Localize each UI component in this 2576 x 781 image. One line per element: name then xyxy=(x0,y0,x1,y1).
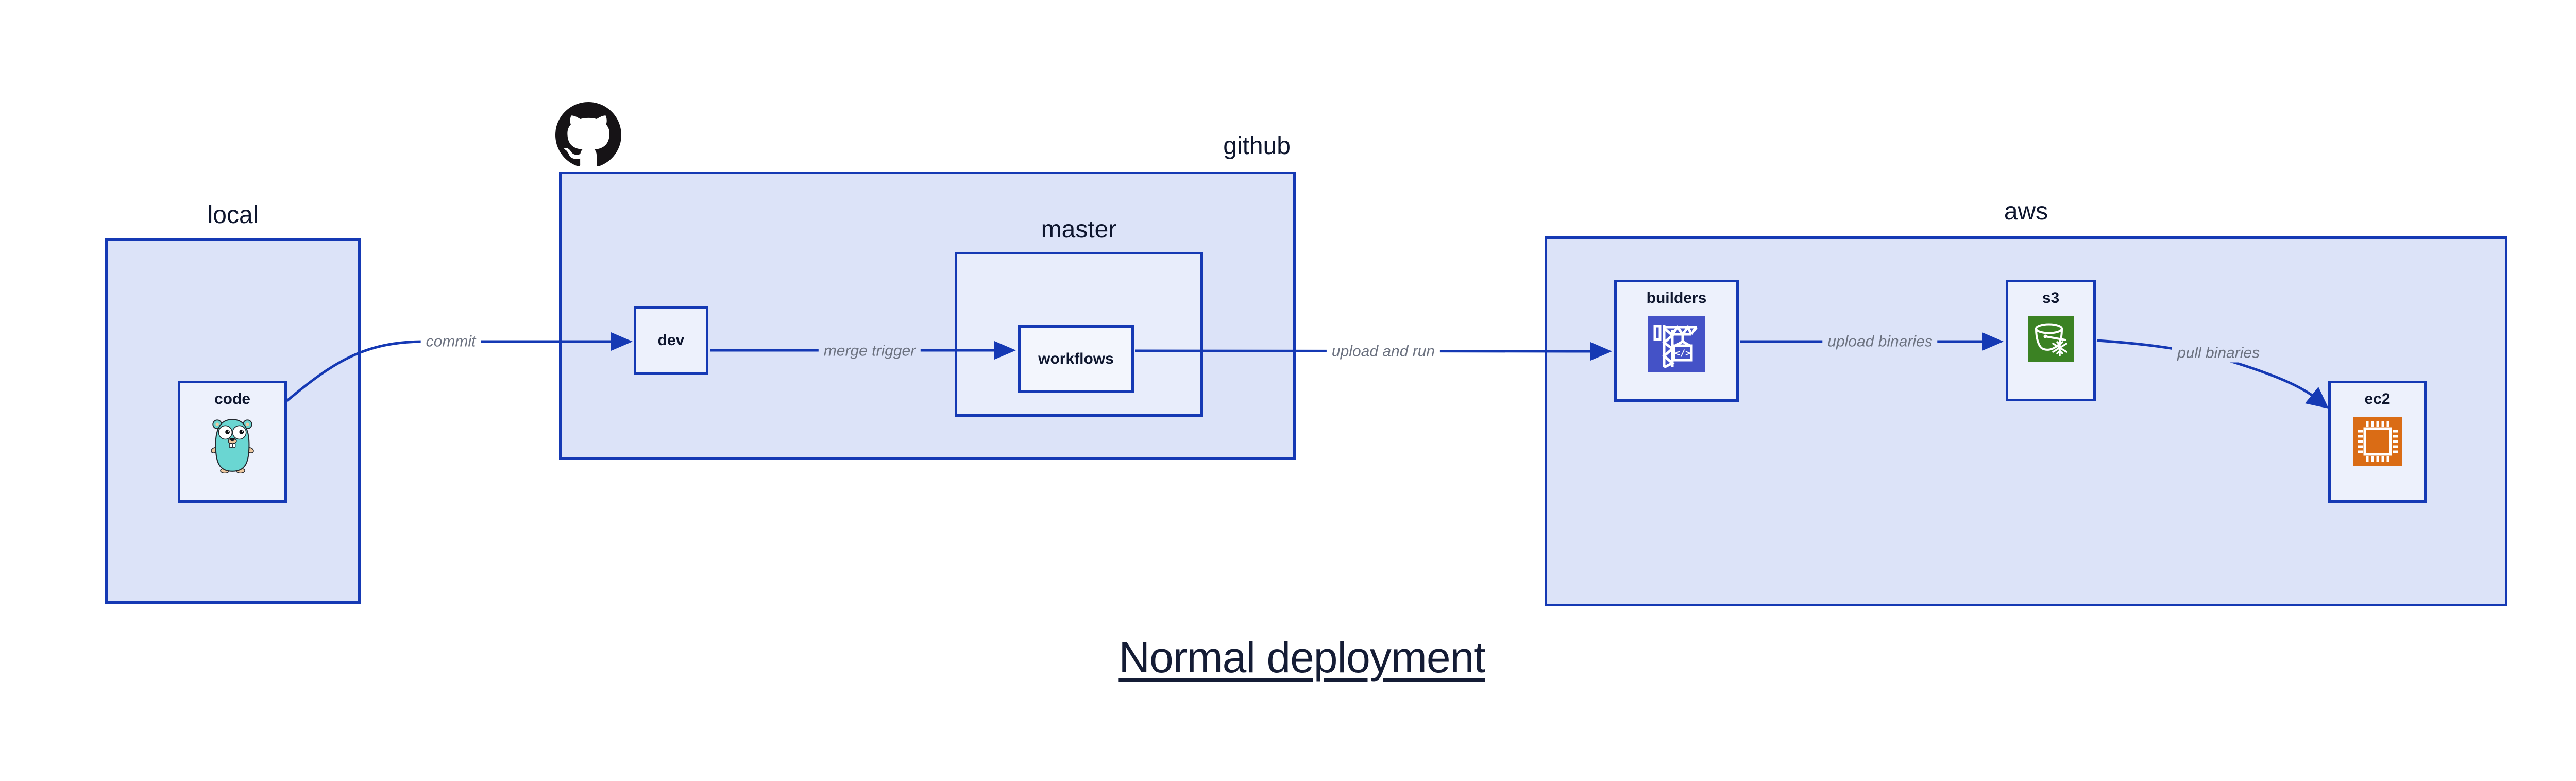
s3-glacier-bucket-icon xyxy=(2028,315,2074,362)
builders-node: builders </> xyxy=(1614,280,1739,402)
diagram-title: Normal deployment xyxy=(1118,633,1485,682)
s3-node: s3 xyxy=(2006,280,2096,401)
edge-label-commit: commit xyxy=(420,332,481,351)
codebuild-crane-icon: </> xyxy=(1648,315,1705,372)
local-group-label: local xyxy=(207,201,259,229)
code-node-label: code xyxy=(214,390,251,408)
dev-node: dev xyxy=(634,306,708,375)
workflows-node-label: workflows xyxy=(1038,350,1114,367)
workflows-node: workflows xyxy=(1018,325,1134,393)
edge-label-pull-binaries: pull binaries xyxy=(2172,343,2265,363)
code-node: code xyxy=(178,381,287,503)
ec2-node-label: ec2 xyxy=(2364,390,2391,408)
svg-text:</>: </> xyxy=(1675,348,1691,359)
edge-label-upload-binaries: upload binaries xyxy=(1822,332,1938,351)
master-group-label: master xyxy=(1041,216,1117,243)
edge-label-merge-trigger: merge trigger xyxy=(818,341,921,361)
s3-node-label: s3 xyxy=(2042,290,2060,307)
ec2-node: ec2 xyxy=(2328,381,2427,503)
aws-group-label: aws xyxy=(2004,198,2048,225)
dev-node-label: dev xyxy=(657,331,685,349)
builders-node-label: builders xyxy=(1646,290,1707,307)
github-group-label: github xyxy=(1223,132,1291,160)
go-gopher-icon xyxy=(211,418,254,473)
github-octocat-icon xyxy=(555,102,621,166)
edge-label-upload-and-run: upload and run xyxy=(1326,342,1440,361)
ec2-chip-icon xyxy=(2352,416,2402,466)
